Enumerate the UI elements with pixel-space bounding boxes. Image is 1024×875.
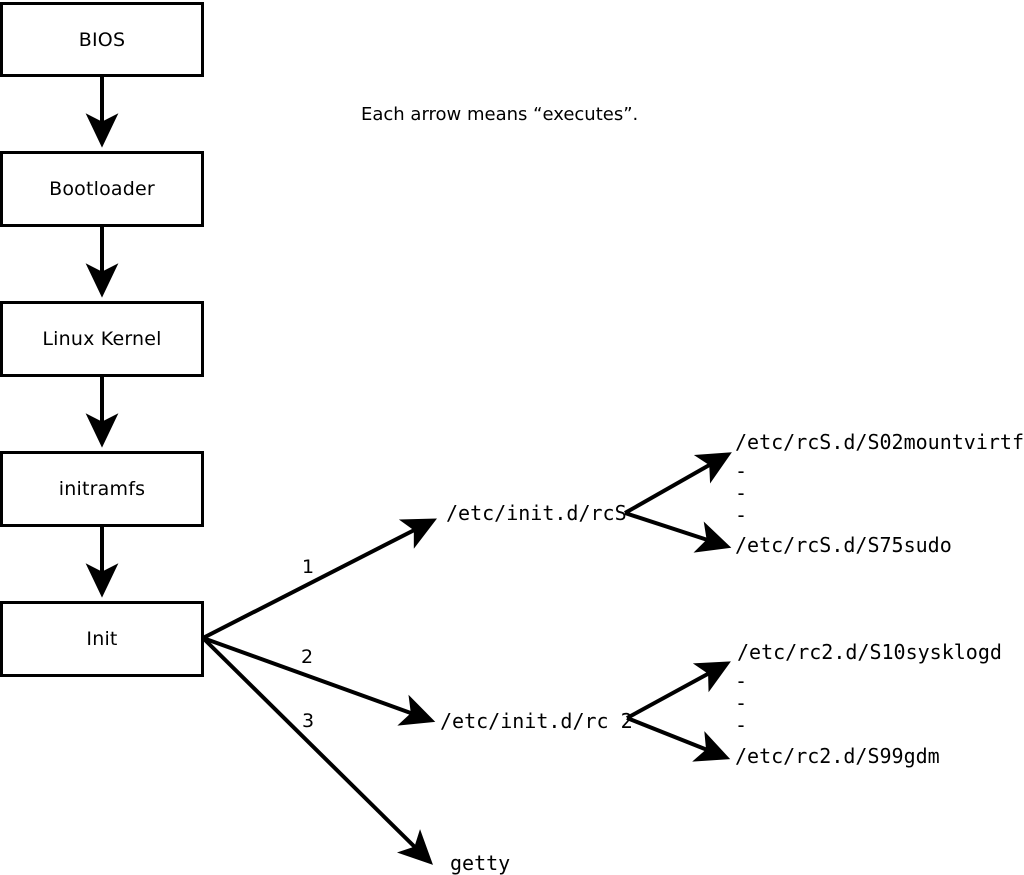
- branch-number-3: 3: [302, 710, 315, 732]
- arrow-init-branch-1: [202, 518, 437, 640]
- node-rcs-script[interactable]: /etc/init.d/rcS: [446, 501, 627, 525]
- rc2-ellipsis-dash-3: -: [735, 713, 748, 737]
- branch-number-1: 1: [302, 556, 315, 578]
- node-getty[interactable]: getty: [450, 851, 511, 875]
- node-bootloader[interactable]: Bootloader: [0, 151, 204, 227]
- arrow-rcs-to-first-script: [624, 452, 732, 515]
- rc2-ellipsis-dash-1: -: [735, 669, 748, 693]
- rcs-script-first[interactable]: /etc/rcS.d/S02mountvirtfs: [735, 430, 1024, 454]
- rcs-ellipsis-dash-2: -: [735, 481, 748, 505]
- node-rc2-script[interactable]: /etc/init.d/rc 2: [440, 709, 633, 733]
- node-initramfs[interactable]: initramfs: [0, 451, 204, 527]
- rcs-ellipsis-dash-1: -: [735, 459, 748, 483]
- arrow-rcs-to-last-script: [624, 511, 732, 553]
- arrow-init-branch-2: [202, 636, 436, 726]
- rcs-script-last[interactable]: /etc/rcS.d/S75sudo: [735, 533, 952, 557]
- legend-note: Each arrow means “executes”.: [361, 104, 639, 125]
- rc2-script-last[interactable]: /etc/rc2.d/S99gdm: [735, 744, 940, 768]
- arrow-rc2-to-last-script: [626, 716, 731, 762]
- rc2-script-first[interactable]: /etc/rc2.d/S10sysklogd: [737, 640, 1002, 664]
- arrow-init-branch-3: [201, 636, 433, 865]
- branch-number-2: 2: [301, 646, 314, 668]
- rcs-ellipsis-dash-3: -: [735, 503, 748, 527]
- node-bios[interactable]: BIOS: [0, 2, 204, 77]
- node-init[interactable]: Init: [0, 601, 204, 677]
- node-linux-kernel[interactable]: Linux Kernel: [0, 301, 204, 377]
- rc2-ellipsis-dash-2: -: [735, 691, 748, 715]
- arrow-rc2-to-first-script: [626, 661, 731, 720]
